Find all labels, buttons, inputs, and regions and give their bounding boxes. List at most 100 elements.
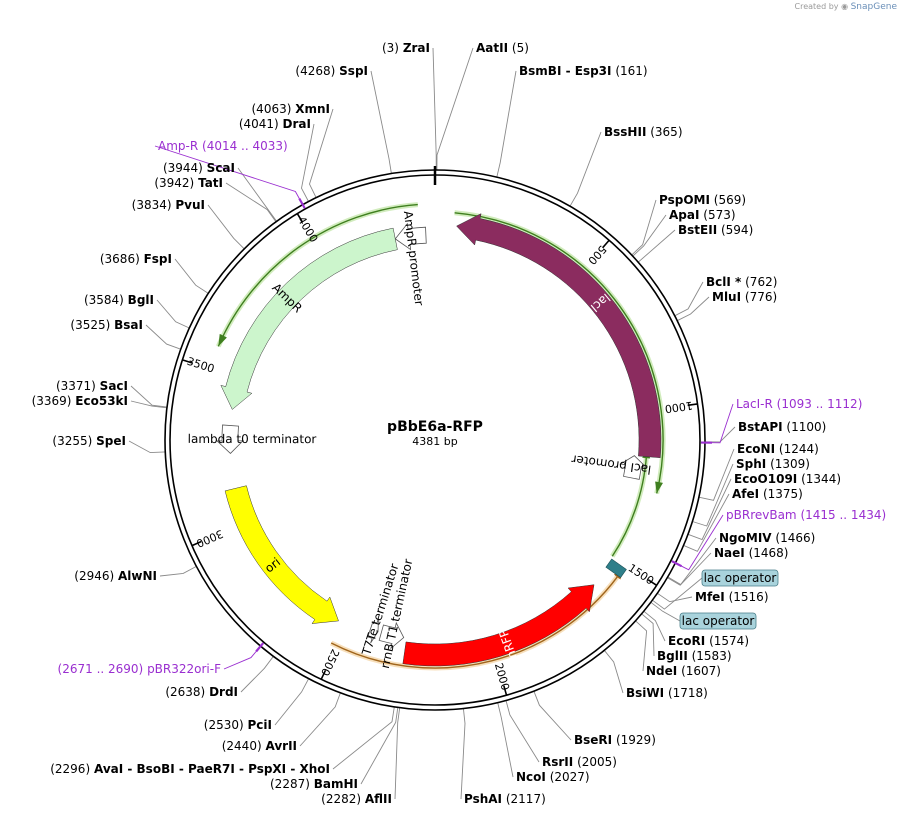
- restriction-site-label[interactable]: (2530) PciI: [204, 718, 272, 732]
- restriction-site-label[interactable]: (3525) BsaI: [70, 318, 143, 332]
- primer-label[interactable]: Amp-R (4014 .. 4033): [158, 139, 288, 153]
- site-name: PciI: [248, 718, 273, 732]
- site-name: DrdI: [209, 685, 238, 699]
- restriction-site-label[interactable]: (4063) XmnI: [252, 102, 331, 116]
- site-position: (2296): [50, 762, 90, 776]
- restriction-site-label[interactable]: PshAI (2117): [464, 792, 546, 806]
- restriction-site-label[interactable]: BssHII (365): [604, 125, 683, 139]
- lac-operator-label[interactable]: lac operator: [701, 569, 779, 587]
- restriction-site-label[interactable]: (4268) SspI: [295, 64, 368, 78]
- restriction-site-label[interactable]: (2946) AlwNI: [74, 569, 157, 583]
- site-leader-line: [130, 385, 168, 408]
- tick-label: 3500: [185, 355, 216, 376]
- site-name: DraI: [283, 117, 311, 131]
- site-name: ZraI: [403, 41, 430, 55]
- restriction-site-label[interactable]: AfeI (1375): [732, 487, 803, 501]
- site-position: (1100): [786, 420, 826, 434]
- green-right-arrowhead: [655, 481, 663, 494]
- tick-mark: [320, 669, 327, 680]
- restriction-site-label[interactable]: (3942) TatI: [154, 176, 223, 190]
- restriction-site-label[interactable]: (3944) ScaI: [163, 161, 235, 175]
- site-name: SspI: [339, 64, 368, 78]
- site-position: (1468): [749, 546, 789, 560]
- site-position: (1344): [801, 472, 841, 486]
- lac-operator-label[interactable]: lac operator: [679, 612, 757, 630]
- primer-label[interactable]: LacI-R (1093 .. 1112): [736, 397, 862, 411]
- restriction-site-label[interactable]: BstAPI (1100): [738, 420, 826, 434]
- restriction-site-label[interactable]: (3584) BglI: [84, 293, 154, 307]
- site-leader-line: [496, 70, 517, 178]
- primer-label[interactable]: (2671 .. 2690) pBR322ori-F: [58, 662, 222, 676]
- ampr-promoter-arrow: [394, 222, 427, 251]
- site-leader-line: [301, 123, 315, 202]
- primer-name: pBR322ori-F: [147, 662, 221, 676]
- site-leader-line: [174, 258, 209, 294]
- site-leader-line: [569, 131, 602, 207]
- restriction-site-label[interactable]: BglII (1583): [657, 649, 732, 663]
- credit-brand: SnapGene: [850, 2, 897, 12]
- site-position: (1516): [729, 590, 769, 604]
- restriction-site-label[interactable]: BsiWI (1718): [626, 686, 708, 700]
- site-name: AatII: [476, 41, 508, 55]
- restriction-site-label[interactable]: PspOMI (569): [659, 193, 746, 207]
- snapgene-credit: Created by ◉ SnapGene: [795, 2, 898, 12]
- site-name: ScaI: [207, 161, 235, 175]
- site-name: BstAPI: [738, 420, 783, 434]
- restriction-site-label[interactable]: EcoNI (1244): [737, 442, 819, 456]
- primer-label[interactable]: pBRrevBam (1415 .. 1434): [726, 508, 886, 522]
- site-position: (2530): [204, 718, 244, 732]
- restriction-site-label[interactable]: (3369) Eco53kI: [32, 394, 128, 408]
- site-position: (1583): [692, 649, 732, 663]
- site-position: (3369): [32, 394, 72, 408]
- restriction-site-label[interactable]: (2282) AflII: [321, 792, 392, 806]
- site-position: (161): [615, 64, 647, 78]
- restriction-site-label[interactable]: (3255) SpeI: [52, 434, 126, 448]
- restriction-site-label[interactable]: EcoRI (1574): [668, 634, 749, 648]
- primer-mark: [298, 197, 306, 209]
- site-name: EcoO109I: [734, 472, 797, 486]
- restriction-site-label[interactable]: (2440) AvrII: [222, 739, 297, 753]
- restriction-site-label[interactable]: (3834) PvuI: [132, 198, 205, 212]
- restriction-site-label[interactable]: BstEII (594): [678, 223, 753, 237]
- restriction-site-label[interactable]: SphI (1309): [736, 457, 810, 471]
- site-name: AvrII: [265, 739, 297, 753]
- restriction-site-label[interactable]: (2638) DrdI: [165, 685, 238, 699]
- restriction-site-label[interactable]: (2287) BamHI: [270, 777, 358, 791]
- site-name: BsmBI - Esp3I: [519, 64, 611, 78]
- restriction-site-label[interactable]: ApaI (573): [669, 208, 736, 222]
- restriction-site-label[interactable]: NdeI (1607): [646, 664, 721, 678]
- site-name: EcoNI: [737, 442, 775, 456]
- site-leader-line: [237, 167, 277, 222]
- site-position: (569): [714, 193, 746, 207]
- restriction-site-label[interactable]: (3686) FspI: [100, 252, 172, 266]
- restriction-site-label[interactable]: MluI (776): [712, 290, 777, 304]
- ampr-arrow: [220, 227, 398, 410]
- site-name: FspI: [144, 252, 172, 266]
- restriction-site-label[interactable]: NaeI (1468): [714, 546, 788, 560]
- restriction-site-label[interactable]: MfeI (1516): [695, 590, 769, 604]
- site-name: AlwNI: [118, 569, 157, 583]
- restriction-site-label[interactable]: (2296) AvaI - BsoBI - PaeR7I - PspXI - X…: [50, 762, 330, 776]
- restriction-site-label[interactable]: (3371) SacI: [56, 379, 128, 393]
- site-name: SphI: [736, 457, 766, 471]
- restriction-site-label[interactable]: (3) ZraI: [382, 41, 430, 55]
- restriction-site-label[interactable]: BsmBI - Esp3I (161): [519, 64, 648, 78]
- site-position: (3686): [100, 252, 140, 266]
- site-leader-line: [683, 493, 730, 552]
- restriction-site-label[interactable]: RsrII (2005): [542, 755, 617, 769]
- restriction-site-label[interactable]: AatII (5): [476, 41, 529, 55]
- primer-mark: [255, 642, 265, 653]
- tick-label: 1000: [664, 399, 694, 416]
- mrfp1-arrow: [402, 584, 595, 667]
- restriction-site-label[interactable]: EcoO109I (1344): [734, 472, 841, 486]
- site-name: EcoRI: [668, 634, 705, 648]
- restriction-site-label[interactable]: BclI * (762): [706, 275, 777, 289]
- site-leader-line: [676, 296, 710, 322]
- green-long-arc: [217, 203, 418, 347]
- restriction-site-label[interactable]: NcoI (2027): [516, 770, 590, 784]
- site-leader-line: [698, 448, 735, 501]
- restriction-site-label[interactable]: BseRI (1929): [574, 733, 656, 747]
- restriction-site-label[interactable]: NgoMIV (1466): [719, 531, 815, 545]
- restriction-site-label[interactable]: (4041) DraI: [239, 117, 311, 131]
